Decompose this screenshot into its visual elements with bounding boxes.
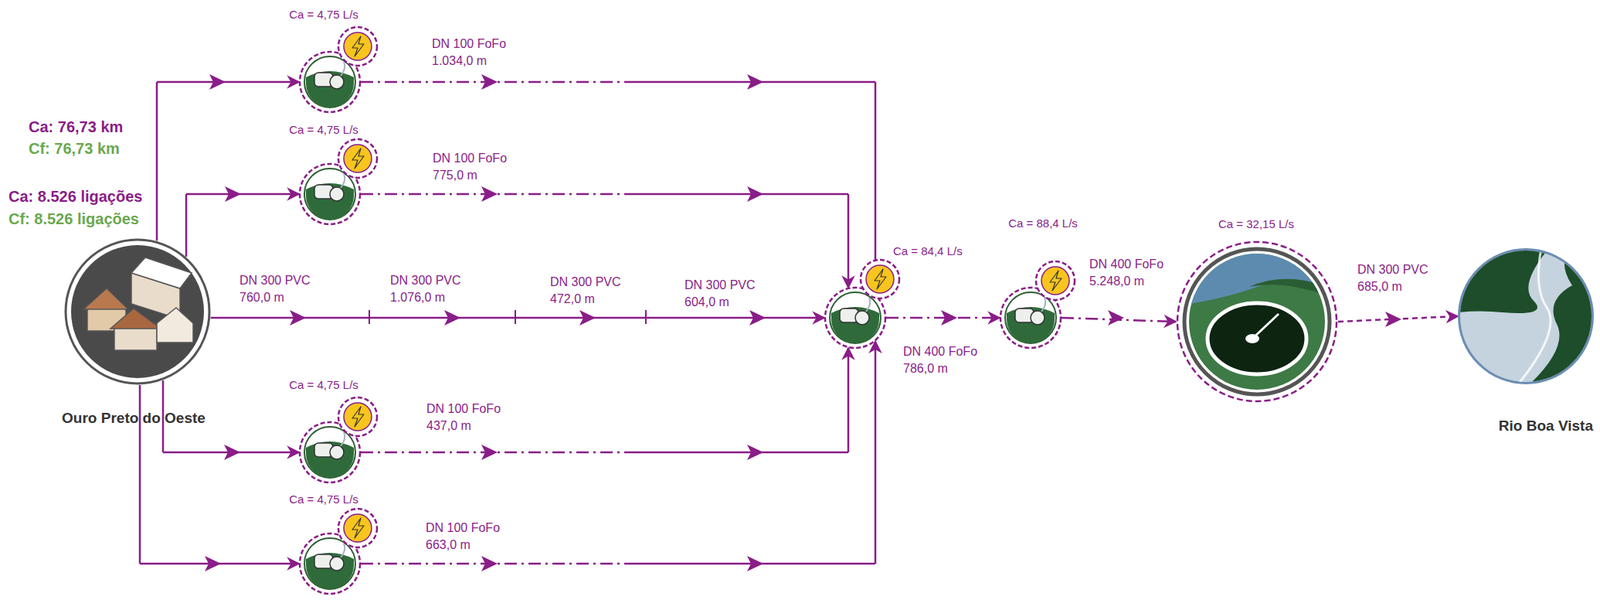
- coverage-label: Cf: 8.526 ligações: [8, 210, 140, 228]
- flow-label: Ca = 4,75 L/s: [288, 122, 359, 137]
- pipe-label: DN 300 PVC 472,0 m: [550, 273, 646, 307]
- flow-chevron: [940, 309, 958, 326]
- pump-icon: [298, 50, 361, 113]
- flow-label: Ca = 4,75 L/s: [288, 7, 359, 22]
- pipe-segment: [156, 81, 159, 241]
- pipe-segment: [632, 451, 849, 454]
- flow-label: Ca = 32,15 L/s: [1218, 217, 1295, 231]
- pipe-segment: [185, 193, 188, 257]
- pipe-connector: [886, 309, 1000, 326]
- flow-chevron: [747, 555, 764, 571]
- flow-label: Ca = 4,75 L/s: [288, 492, 359, 507]
- treatment-plant: Ca = 32,15 L/s: [1175, 240, 1339, 403]
- flow-chevron: [224, 444, 241, 460]
- pipe-connector: [360, 340, 876, 571]
- river-icon: [1457, 247, 1594, 384]
- coverage-label: Cf: 76,73 km: [28, 139, 120, 158]
- flow-chevron: [204, 555, 221, 571]
- pipe-label: DN 300 PVC 1.076,0 m: [390, 271, 486, 306]
- pipe-segment: [886, 316, 1000, 320]
- pump-icon: [298, 163, 361, 225]
- pipe-label: DN 300 PVC 760,0 m: [239, 271, 336, 306]
- pump-icon: [298, 532, 361, 595]
- city-icon: [64, 237, 211, 385]
- river-node: Rio Boa Vista: [1457, 247, 1594, 384]
- pump-icon: [824, 286, 887, 349]
- flow-chevron: [444, 309, 461, 326]
- pipe-segment: [156, 81, 299, 84]
- pipe-connector: [360, 74, 876, 295]
- flow-label: Ca = 84,4 L/s: [893, 244, 963, 259]
- pipe-segment: [632, 193, 849, 196]
- flow-chevron: [481, 186, 498, 202]
- pump-icon: [298, 421, 361, 483]
- flow-chevron: [747, 186, 764, 202]
- pumping-station: Ca = 88,4 L/s: [999, 286, 1062, 349]
- pipe-connector: [1338, 311, 1458, 327]
- flow-chevron: [749, 309, 766, 326]
- pumping-station: Ca = 4,75 L/s: [298, 50, 361, 113]
- city-node: Ouro Preto do Oeste: [64, 237, 211, 385]
- ete-icon: [1175, 240, 1339, 403]
- pipe-segment: [847, 193, 850, 288]
- pipe-segment: [186, 193, 299, 196]
- flow-label: Ca = 4,75 L/s: [288, 377, 359, 392]
- pipe-connector: [156, 74, 299, 241]
- flow-chevron: [1385, 311, 1402, 327]
- flow-chevron: [1107, 309, 1125, 326]
- pumping-station: Ca = 4,75 L/s: [298, 532, 361, 595]
- pipe-connector: [360, 186, 849, 288]
- pipe-label: DN 100 FoFo 437,0 m: [426, 400, 523, 434]
- pipe-connector: [360, 347, 849, 460]
- pipe-label: DN 100 FoFo 663,0 m: [425, 519, 522, 553]
- coverage-label: Ca: 8.526 ligações: [8, 187, 143, 206]
- flow-chevron: [209, 74, 226, 90]
- flow-chevron: [224, 186, 242, 202]
- flow-label: Ca = 88,4 L/s: [1008, 216, 1078, 231]
- pipe-label: DN 300 PVC 685,0 m: [1357, 261, 1454, 295]
- flow-chevron: [289, 309, 306, 326]
- flow-chevron: [579, 309, 596, 326]
- pipe-label: DN 100 FoFo 775,0 m: [432, 149, 529, 184]
- pipe-segment: [874, 340, 877, 564]
- flow-chevron: [481, 74, 498, 90]
- flow-chevron: [747, 444, 764, 460]
- place-name: Ouro Preto do Oeste: [61, 409, 206, 428]
- pump-icon: [999, 286, 1062, 349]
- flow-chevron: [747, 74, 764, 90]
- pipe-label: DN 400 FoFo 5.248,0 m: [1089, 255, 1186, 289]
- pumping-station: Ca = 84,4 L/s: [824, 286, 887, 349]
- flow-chevron: [481, 555, 498, 571]
- pipe-connector: [210, 309, 825, 326]
- pumping-station: Ca = 4,75 L/s: [298, 421, 361, 483]
- flow-chevron: [481, 444, 498, 460]
- pipe-label: DN 400 FoFo 786,0 m: [903, 343, 999, 377]
- pipe-label: DN 100 FoFo 1.034,0 m: [431, 35, 528, 69]
- coverage-label: Ca: 76,73 km: [28, 118, 123, 136]
- pipe-segment: [847, 347, 850, 452]
- pumping-station: Ca = 4,75 L/s: [298, 163, 361, 225]
- place-name: Rio Boa Vista: [1498, 417, 1594, 435]
- pipe-connector: [1061, 309, 1176, 326]
- pipe-label: DN 300 PVC 604,0 m: [684, 276, 781, 310]
- pipe-connector: [186, 186, 299, 257]
